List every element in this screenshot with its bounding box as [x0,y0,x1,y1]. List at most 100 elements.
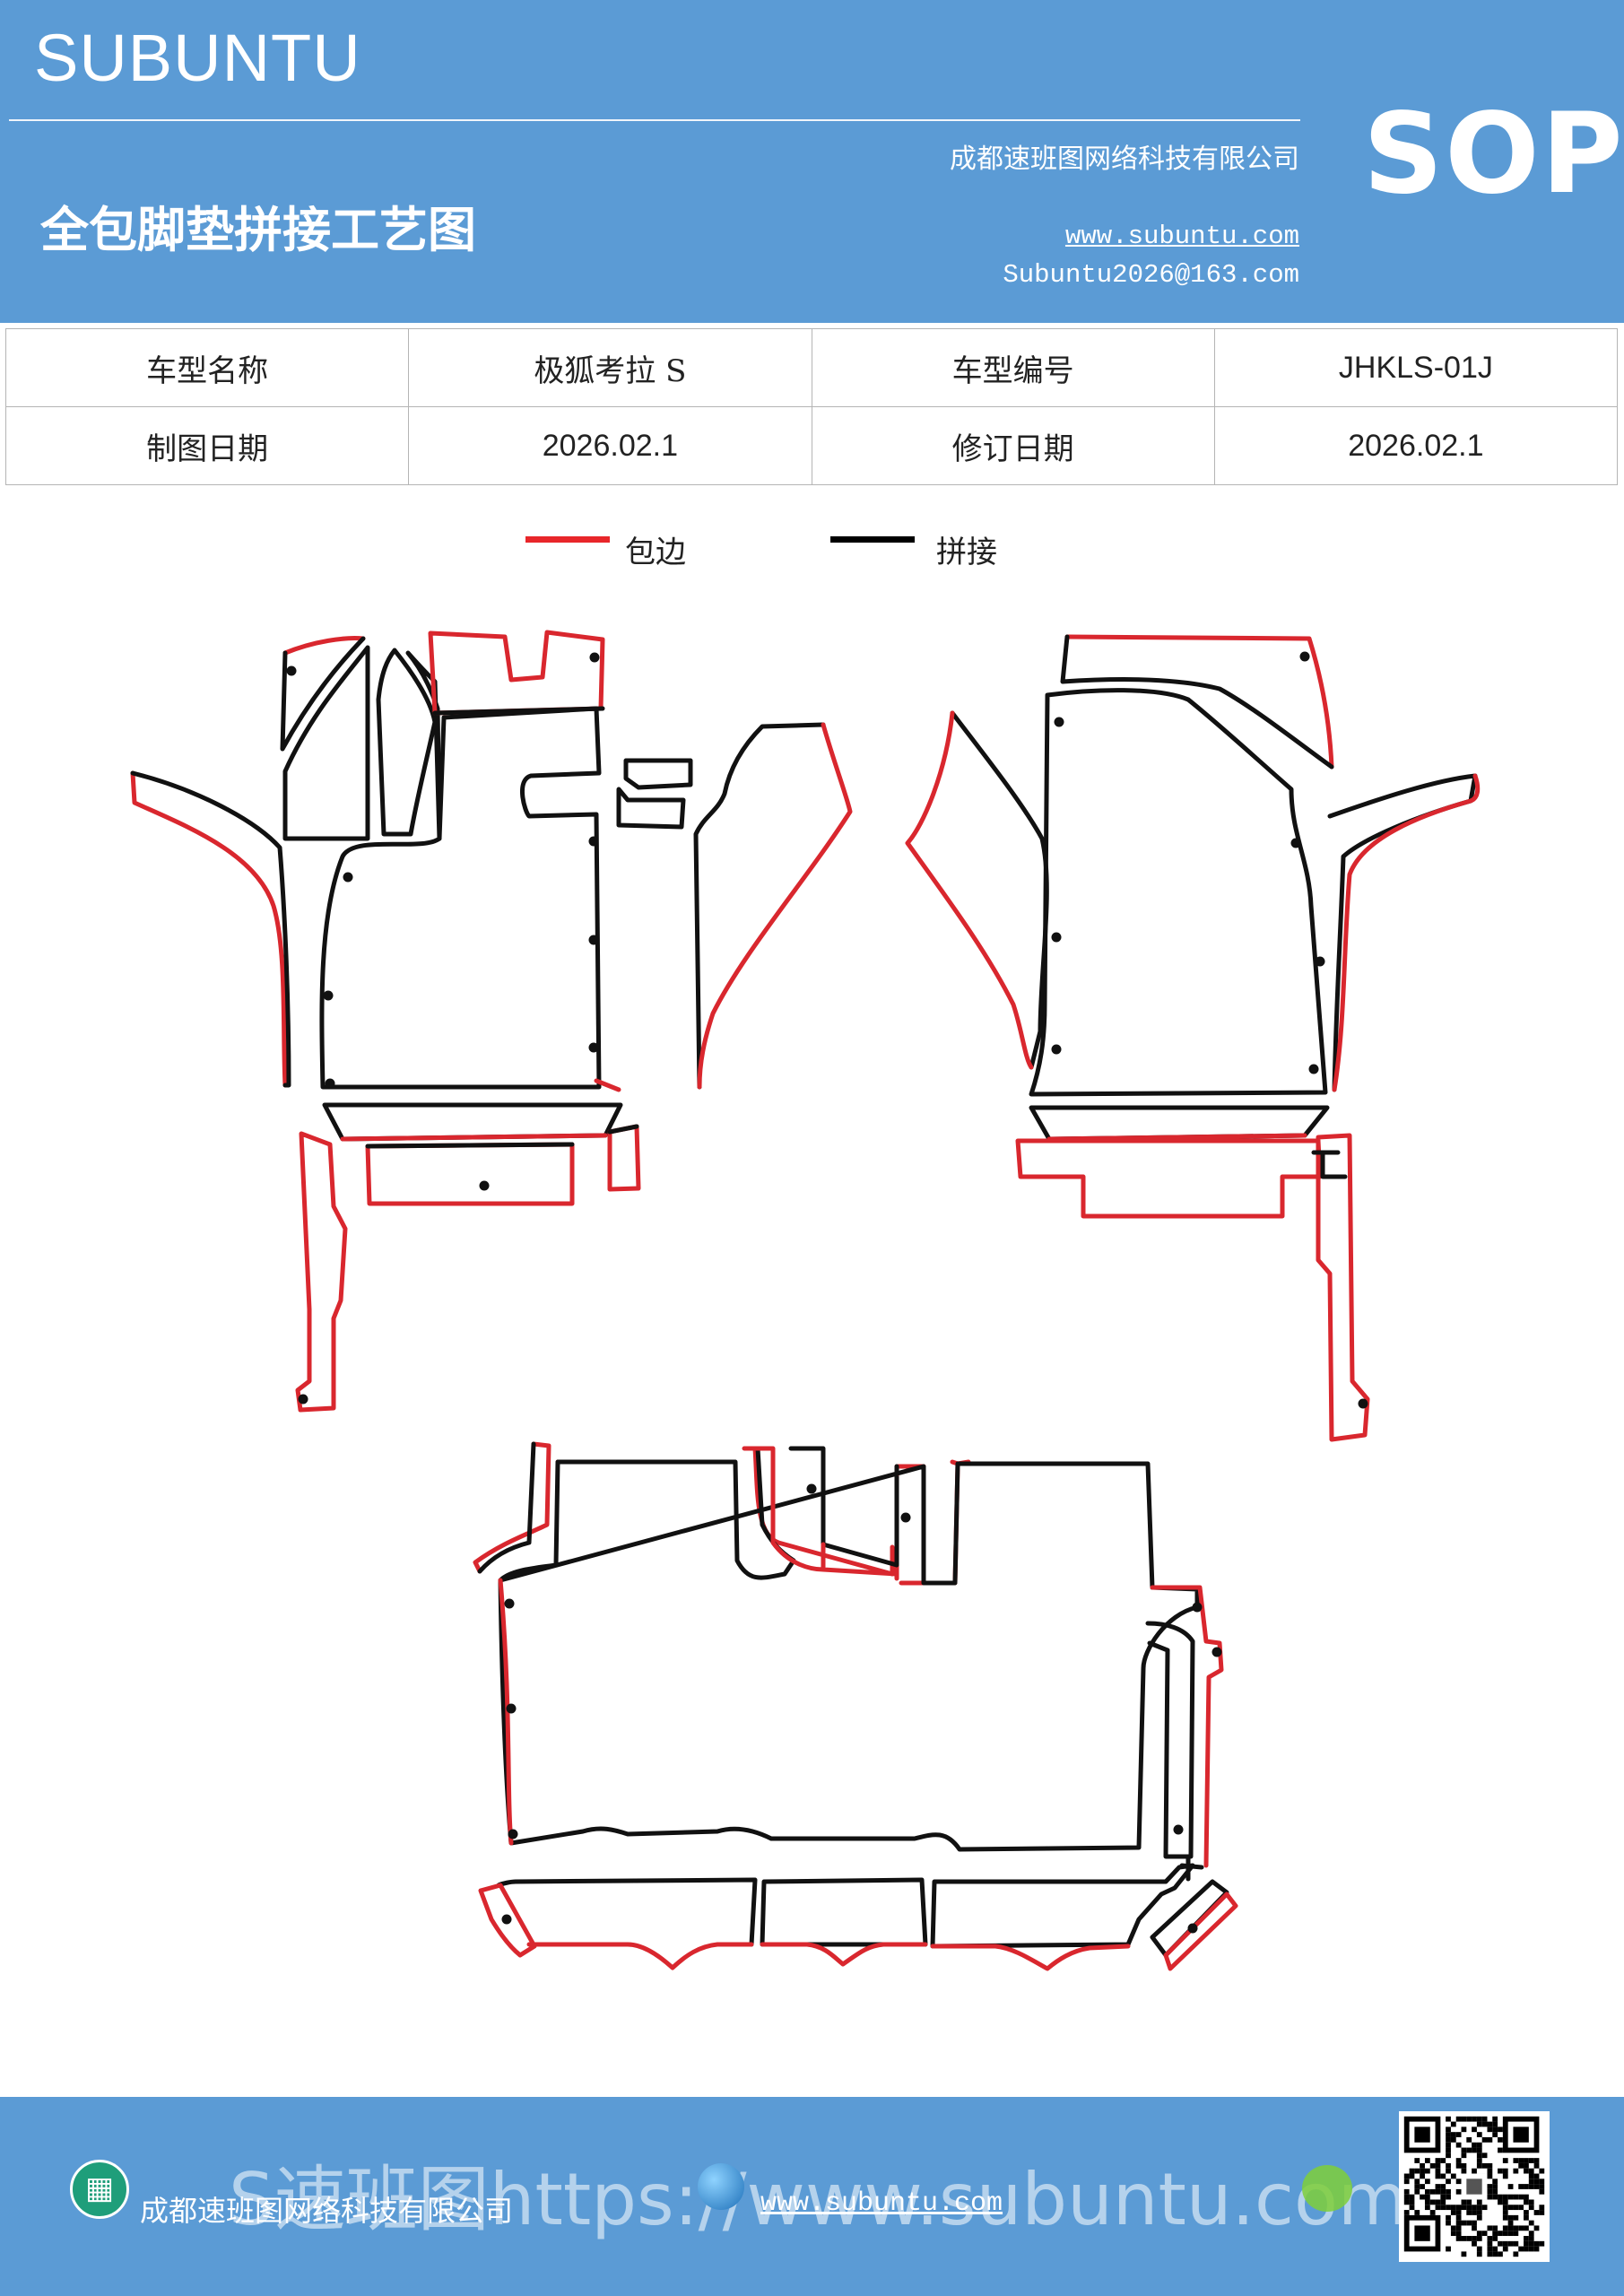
fastener-dot [1051,1044,1062,1055]
building-icon: ▦ [70,2160,129,2219]
wechat-icon [1302,2165,1352,2212]
driver-mat-group [130,630,853,1413]
fastener-dot [1051,932,1062,943]
fastener-dot [1308,1064,1319,1074]
footer-company: 成都速班图网络科技有限公司 [140,2194,514,2228]
fastener-dot [1054,717,1064,727]
vehicle-info-table: 车型名称 极狐考拉 S 车型编号 JHKLS-01J 制图日期 2026.02.… [4,328,1619,485]
fastener-dot [588,836,599,847]
table-cell: 极狐考拉 S [408,328,812,407]
header-divider [9,119,1300,121]
table-cell: JHKLS-01J [1213,328,1619,407]
mat-piece [280,636,366,752]
table-cell: 修订日期 [811,406,1215,485]
mat-piece [496,1877,758,1947]
mat-piece [340,1133,608,1142]
mat-piece [498,1578,1224,1868]
legend-swatch-binding [525,536,610,543]
mat-piece [749,1446,899,1577]
mat-piece [376,648,438,837]
fastener-dot [1290,838,1301,848]
company-name: 成都速班图网络科技有限公司 [950,144,1299,175]
fastener-dot [1173,1824,1184,1835]
mat-piece [477,1441,536,1574]
mat-piece [1327,773,1478,1092]
table-row: 车型名称 极狐考拉 S 车型编号 JHKLS-01J [4,328,1619,407]
mat-piece [623,758,693,790]
mat-piece [950,710,1049,1070]
mat-piece [1060,634,1334,770]
mat-piece [930,1863,1195,1949]
mat-piece [1311,1150,1348,1179]
table-cell: 车型名称 [4,328,410,407]
fastener-dot [1358,1398,1368,1409]
mat-piece [1046,1133,1307,1142]
mat-piece [594,1078,621,1092]
mat-piece [616,787,686,830]
fastener-dot [588,1042,599,1053]
mat-piece [1332,773,1481,1092]
globe-icon [698,2163,744,2210]
website-link[interactable]: www.subuntu.com [1064,222,1299,251]
mat-piece [130,770,291,1088]
fastener-dot [589,652,600,663]
fastener-dot [506,1703,517,1714]
fastener-dot [343,872,353,883]
fastener-dot [1187,1923,1198,1934]
table-cell: 2026.02.1 [408,406,812,485]
legend-label-binding: 包边 [625,535,686,570]
mat-piece [428,630,605,716]
fastener-dot [900,1512,911,1523]
mat-piece [282,636,366,656]
mat-piece [295,1131,348,1413]
mat-piece [760,1942,928,1967]
mat-piece [526,1942,754,1970]
mat-piece [697,722,853,1090]
mat-piece [130,770,288,1088]
mat-piece [905,710,1034,1070]
mat-piece [1064,634,1334,770]
sop-badge: SOP [1363,90,1624,219]
mat-piece [498,1446,1200,1852]
brand-logo: SUBUNTU [34,21,361,95]
fastener-dot [508,1829,518,1839]
fastener-dot [1315,956,1325,967]
mat-piece [478,1883,537,1958]
fastener-dot [286,665,297,676]
mat-piece [365,1142,575,1206]
legend-swatch-seam [830,536,915,543]
fastener-dots [286,651,1368,1934]
fastener-dot [806,1483,817,1494]
table-cell: 车型编号 [811,328,1215,407]
passenger-mat-group [905,634,1481,1442]
mat-piece [930,1944,1131,1971]
mat-piece [365,1142,575,1149]
fastener-dot [298,1394,308,1405]
header-banner: SUBUNTU 全包脚垫拼接工艺图 成都速班图网络科技有限公司 www.subu… [0,0,1624,323]
email-text: Subuntu2026@163.com [1003,260,1299,290]
footer-website-link[interactable]: www.subuntu.com [760,2188,1003,2219]
fastener-dot [1192,1602,1203,1613]
fastener-dot [588,935,599,945]
mat-piece [1163,1892,1238,1971]
mat-piece [607,1124,639,1135]
mat-piece [282,645,370,841]
fastener-dot [323,990,334,1001]
mat-piece [1015,1138,1323,1219]
mat-piece [693,722,826,1090]
mat-piece [1179,1854,1204,1882]
table-row: 制图日期 2026.02.1 修订日期 2026.02.1 [4,406,1619,485]
fastener-dot [1211,1647,1222,1657]
mat-piece [1316,1133,1370,1442]
fastener-dot [501,1914,512,1925]
fastener-dot [1299,651,1310,662]
qr-code-icon [1399,2111,1550,2262]
mat-piece [1145,1621,1195,1859]
table-cell: 2026.02.1 [1213,406,1619,485]
legend-label-seam: 拼接 [936,535,997,570]
footer-banner [0,2097,1624,2296]
table-cell: 制图日期 [4,406,410,485]
footer-watermark: S速班图https://www.subuntu.com [229,2158,1408,2241]
rear-mat-group [473,1441,1238,1971]
